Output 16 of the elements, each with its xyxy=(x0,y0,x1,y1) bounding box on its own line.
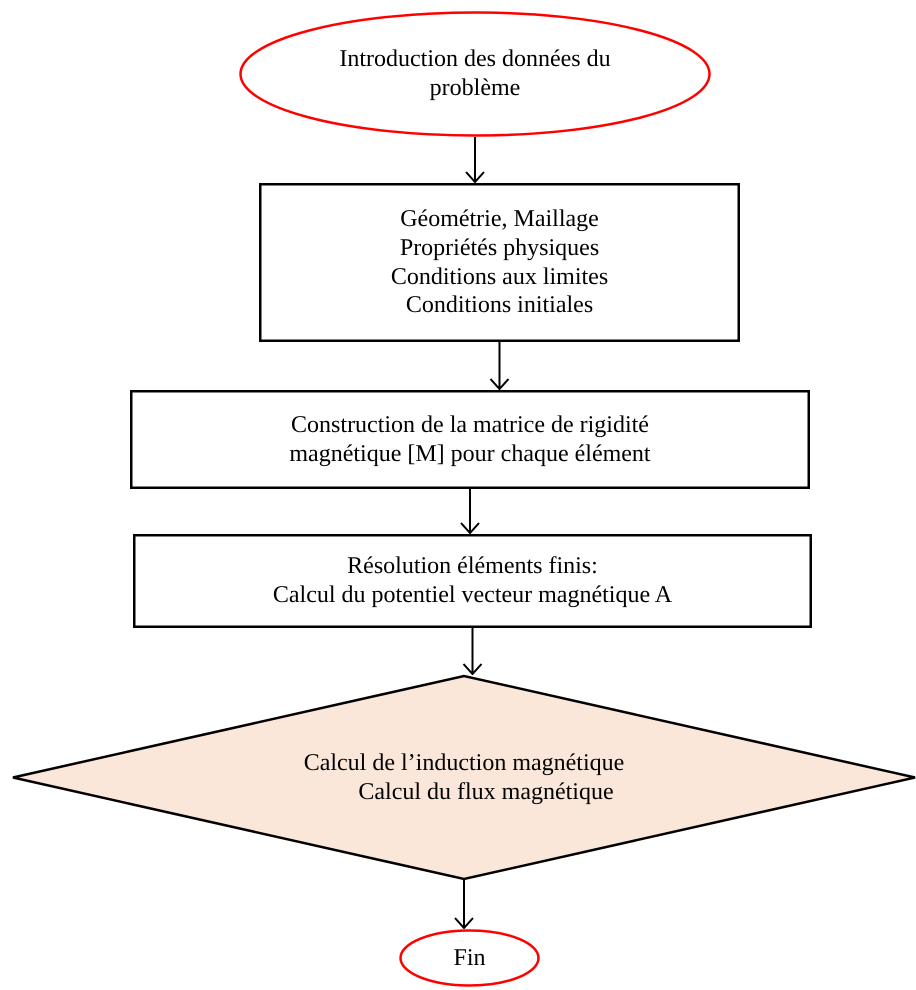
node-text: Propriétés physiques xyxy=(400,234,600,262)
arrow xyxy=(460,489,480,534)
arrow xyxy=(454,880,474,929)
node-text: Conditions aux limites xyxy=(390,262,608,292)
node-text: Fin xyxy=(453,944,486,972)
arrow xyxy=(465,137,485,183)
node-text: Géométrie, Maillage xyxy=(400,204,599,234)
node-text: Calcul du potentiel vecteur magnétique A xyxy=(272,581,672,610)
arrow xyxy=(462,628,482,675)
node-text: Introduction des données du problème xyxy=(338,45,612,103)
node-text: Conditions initiales xyxy=(406,291,594,320)
node-text: Résolution éléments finis: xyxy=(347,552,598,581)
arrow xyxy=(490,342,510,390)
node-text: Construction de la matrice de rigidité magnétique [M] pour chaque élément xyxy=(288,410,652,468)
node-text: Calcul de l’induction magnétique xyxy=(304,748,624,778)
node-text: Calcul du flux magnétique xyxy=(358,778,614,806)
